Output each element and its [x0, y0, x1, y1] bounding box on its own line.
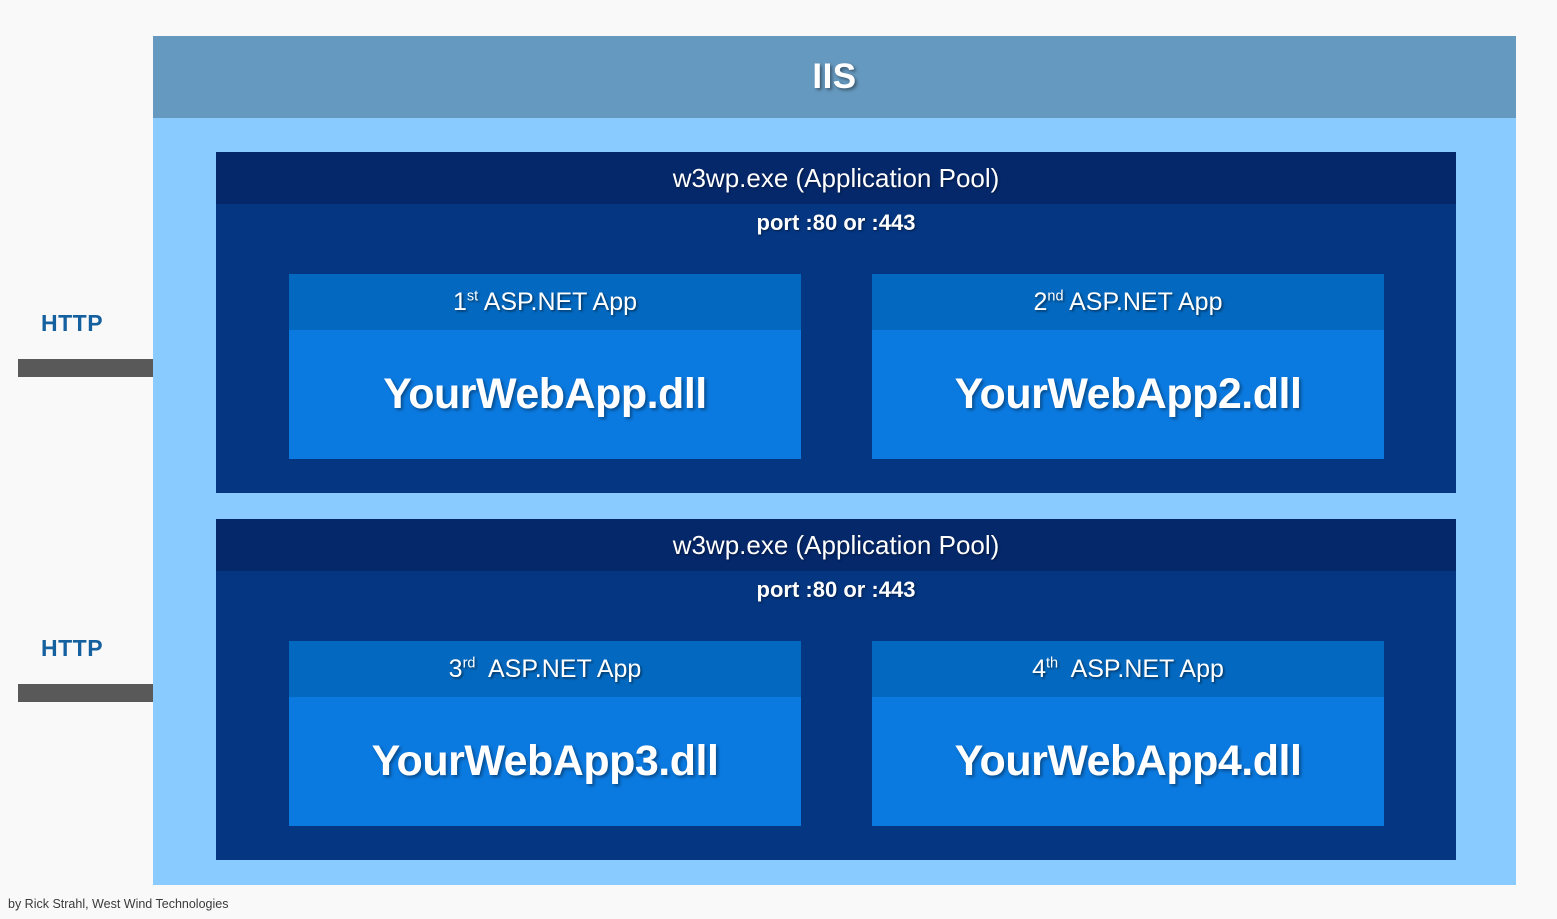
application-pool-1-title: w3wp.exe (Application Pool): [672, 162, 1000, 193]
author-caption: by Rick Strahl, West Wind Technologies: [8, 897, 229, 911]
asp-net-app-2: 2nd ASP.NET App YourWebApp2.dll: [872, 274, 1384, 459]
application-pool-2-port: port :80 or :443: [756, 577, 916, 602]
application-pool-2-title: w3wp.exe (Application Pool): [672, 529, 1000, 560]
http-label-1: HTTP: [41, 310, 104, 336]
asp-net-app-2-body: YourWebApp2.dll: [872, 330, 1384, 459]
asp-net-app-1-label: 1st ASP.NET App: [452, 287, 638, 316]
asp-net-app-1-dll: YourWebApp.dll: [383, 370, 707, 418]
application-pool-1-titlebar: w3wp.exe (Application Pool): [216, 152, 1456, 204]
asp-net-app-4-body: YourWebApp4.dll: [872, 697, 1384, 826]
http-label-2: HTTP: [41, 635, 104, 661]
application-pool-1: w3wp.exe (Application Pool) port :80 or …: [216, 152, 1456, 493]
asp-net-app-3-dll: YourWebApp3.dll: [371, 737, 719, 785]
asp-net-app-1-body: YourWebApp.dll: [289, 330, 801, 459]
asp-net-app-2-dll: YourWebApp2.dll: [954, 370, 1302, 418]
asp-net-app-1-header: 1st ASP.NET App: [289, 274, 801, 330]
application-pool-1-port: port :80 or :443: [756, 210, 916, 235]
iis-title: IIS: [812, 57, 857, 96]
asp-net-app-2-header: 2nd ASP.NET App: [872, 274, 1384, 330]
asp-net-app-4-header: 4th ASP.NET App: [872, 641, 1384, 697]
asp-net-app-1: 1st ASP.NET App YourWebApp.dll: [289, 274, 801, 459]
iis-container: IIS w3wp.exe (Application Pool) port :80…: [153, 36, 1516, 885]
asp-net-app-4-label: 4th ASP.NET App: [1032, 654, 1224, 683]
asp-net-app-4: 4th ASP.NET App YourWebApp4.dll: [872, 641, 1384, 826]
asp-net-app-3-label: 3rd ASP.NET App: [448, 654, 642, 683]
asp-net-app-4-dll: YourWebApp4.dll: [954, 737, 1302, 785]
asp-net-app-2-label: 2nd ASP.NET App: [1033, 287, 1223, 316]
iis-header: IIS: [153, 36, 1516, 118]
application-pool-2: w3wp.exe (Application Pool) port :80 or …: [216, 519, 1456, 860]
asp-net-app-3: 3rd ASP.NET App YourWebApp3.dll: [289, 641, 801, 826]
application-pool-2-titlebar: w3wp.exe (Application Pool): [216, 519, 1456, 571]
asp-net-app-3-header: 3rd ASP.NET App: [289, 641, 801, 697]
asp-net-app-3-body: YourWebApp3.dll: [289, 697, 801, 826]
